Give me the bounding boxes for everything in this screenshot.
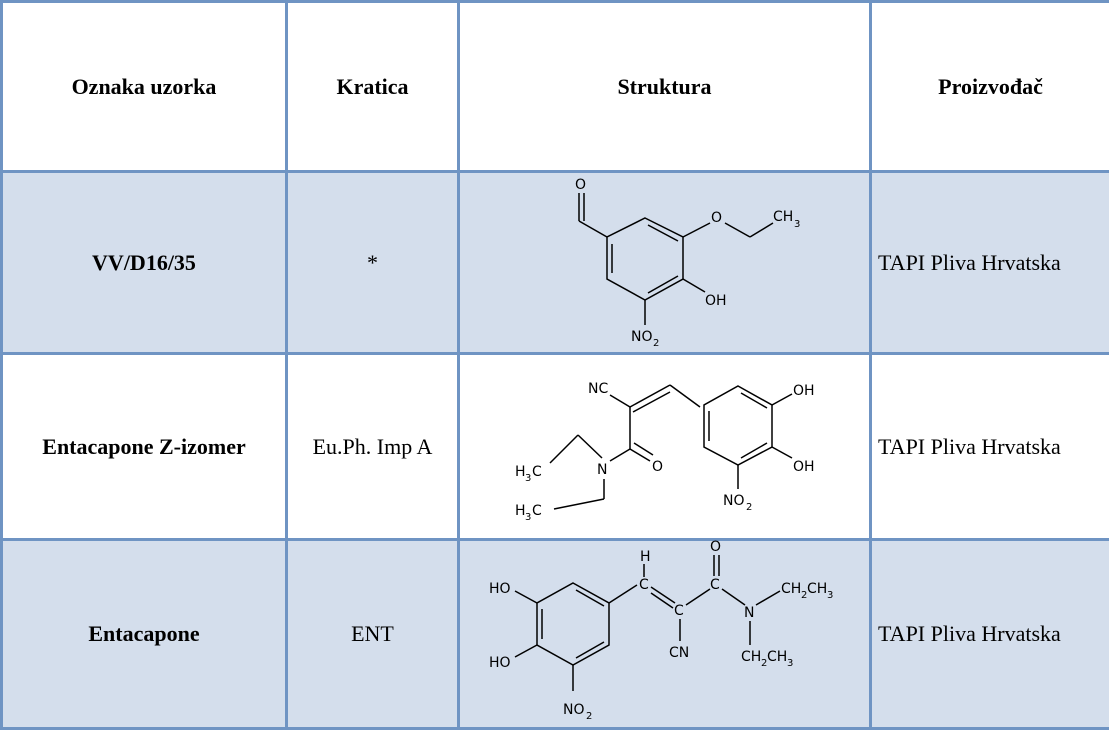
atom-label: NO	[563, 702, 585, 718]
header-structure: Struktura	[459, 2, 871, 172]
atom-label: HO	[489, 655, 511, 671]
atom-label: C	[532, 464, 542, 480]
atom-label: CN	[669, 645, 689, 661]
atom-label: NC	[588, 381, 608, 397]
atom-label: O	[711, 210, 722, 226]
structure-cell: NC OH OH NO 2 O N	[459, 354, 871, 540]
atom-label: CH	[773, 209, 793, 225]
atom-label: OH	[793, 459, 815, 475]
atom-label: CH	[741, 649, 761, 665]
header-row: Oznaka uzorka Kratica Struktura Proizvođ…	[2, 2, 1109, 172]
structure-cell: O O CH 3 OH NO 2	[459, 172, 871, 354]
subscript: 3	[787, 658, 793, 669]
sample-name: Entacapone	[2, 540, 287, 729]
atom-label: O	[652, 459, 663, 475]
manufacturer: TAPI Pliva Hrvatska	[871, 540, 1109, 729]
atom-label: C	[710, 577, 720, 593]
chemical-structure: O O CH 3 OH NO 2	[535, 175, 795, 350]
atom-label: H	[515, 464, 526, 480]
chemical-structure: HO HO NO 2 C H C CN C O	[475, 541, 855, 727]
atom-label: OH	[705, 293, 727, 309]
atom-label: C	[532, 503, 542, 519]
atom-label: CH	[781, 581, 801, 597]
subscript: 3	[827, 590, 833, 601]
atom-label: O	[575, 177, 586, 193]
atom-label: OH	[793, 383, 815, 399]
atom-label: H	[515, 503, 526, 519]
sample-name: VV/D16/35	[2, 172, 287, 354]
table-row: VV/D16/35 * O O CH 3 OH NO	[2, 172, 1109, 354]
atom-label: N	[744, 605, 754, 621]
subscript: 2	[586, 711, 592, 722]
subscript: 2	[653, 338, 659, 349]
structure-cell: HO HO NO 2 C H C CN C O	[459, 540, 871, 729]
table-row: Entacapone ENT HO HO NO 2 C H	[2, 540, 1109, 729]
atom-label: HO	[489, 581, 511, 597]
atom-label: NO	[631, 329, 653, 345]
subscript: 3	[525, 473, 531, 484]
atom-label: CH	[767, 649, 787, 665]
subscript: 2	[746, 502, 752, 513]
atom-label: O	[710, 539, 721, 555]
sample-name: Entacapone Z-izomer	[2, 354, 287, 540]
header-sample: Oznaka uzorka	[2, 2, 287, 172]
abbreviation: *	[287, 172, 459, 354]
subscript: 3	[525, 512, 531, 523]
atom-label: CH	[807, 581, 827, 597]
atom-label: NO	[723, 493, 745, 509]
header-abbr: Kratica	[287, 2, 459, 172]
chemical-structure: NC OH OH NO 2 O N	[490, 357, 840, 537]
subscript: 3	[794, 219, 800, 230]
abbreviation: Eu.Ph. Imp A	[287, 354, 459, 540]
table-row: Entacapone Z-izomer Eu.Ph. Imp A NC OH O…	[2, 354, 1109, 540]
manufacturer: TAPI Pliva Hrvatska	[871, 172, 1109, 354]
manufacturer: TAPI Pliva Hrvatska	[871, 354, 1109, 540]
header-maker: Proizvođač	[871, 2, 1109, 172]
atom-label: C	[674, 603, 684, 619]
atom-label: H	[640, 549, 651, 565]
atom-label: N	[597, 462, 607, 478]
atom-label: C	[639, 577, 649, 593]
abbreviation: ENT	[287, 540, 459, 729]
